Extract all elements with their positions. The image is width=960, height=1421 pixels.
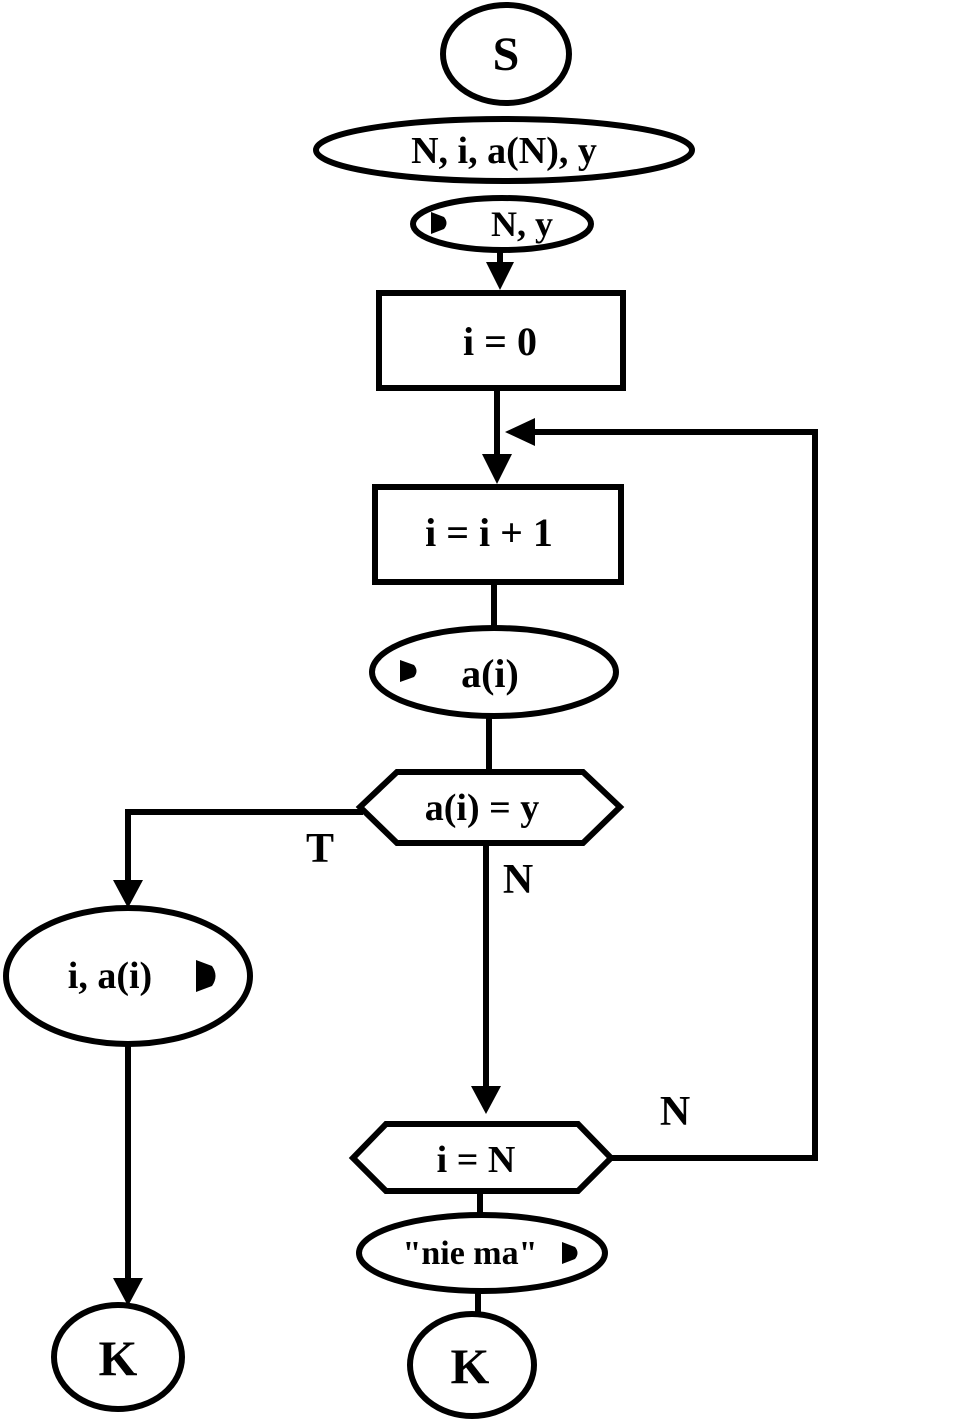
- edge-label-true: T: [306, 826, 334, 872]
- edge-label-false: N: [503, 857, 533, 903]
- arrowhead-to-increment: [482, 454, 512, 484]
- output-not-found-label: "nie ma": [402, 1235, 537, 1272]
- input-marker-icon: [431, 212, 447, 234]
- arrowhead-to-check-end: [471, 1086, 501, 1114]
- output-marker-icon: [196, 960, 216, 992]
- output-not-found-node: [356, 1212, 608, 1294]
- input-marker-icon: [400, 660, 417, 682]
- io-markers: [196, 212, 578, 1264]
- compare-label: a(i) = y: [425, 787, 540, 829]
- end-node-left: [51, 1302, 185, 1412]
- input-n-y-node: [410, 195, 594, 253]
- input-n-y-label: N, y: [491, 204, 553, 244]
- start-node: [440, 2, 572, 106]
- input-ai-node: [369, 625, 619, 719]
- increment-process-box: [372, 484, 624, 585]
- increment-label: i = i + 1: [425, 510, 553, 555]
- connectors: [125, 247, 818, 1319]
- declaration-label: N, i, a(N), y: [411, 130, 597, 172]
- end-right-label: K: [451, 1338, 490, 1394]
- output-found-label: i, a(i): [68, 955, 152, 997]
- end-left-label: K: [99, 1330, 138, 1386]
- init-process-box: [376, 290, 626, 391]
- edge-compare-true: [125, 809, 363, 883]
- arrowhead-to-init: [486, 262, 514, 290]
- input-ai-label: a(i): [461, 651, 519, 696]
- start-label: S: [493, 28, 520, 81]
- check-end-decision-hexagon: [348, 1121, 616, 1194]
- arrowheads: [113, 262, 535, 1306]
- nodes: [3, 2, 695, 1419]
- arrowhead-to-end-left: [113, 1278, 143, 1306]
- arrowhead-to-output-found: [113, 880, 143, 908]
- edge-label-loop: N: [660, 1089, 690, 1135]
- end-node-right: [407, 1311, 537, 1419]
- compare-decision-hexagon: [355, 769, 625, 846]
- init-label: i = 0: [463, 319, 537, 364]
- arrowhead-loop-back: [505, 418, 535, 446]
- output-marker-icon: [562, 1242, 578, 1264]
- declaration-node: [313, 116, 695, 184]
- edge-check-end-loop-back: [527, 429, 818, 1161]
- check-end-label: i = N: [437, 1139, 516, 1181]
- output-found-node: [3, 905, 253, 1047]
